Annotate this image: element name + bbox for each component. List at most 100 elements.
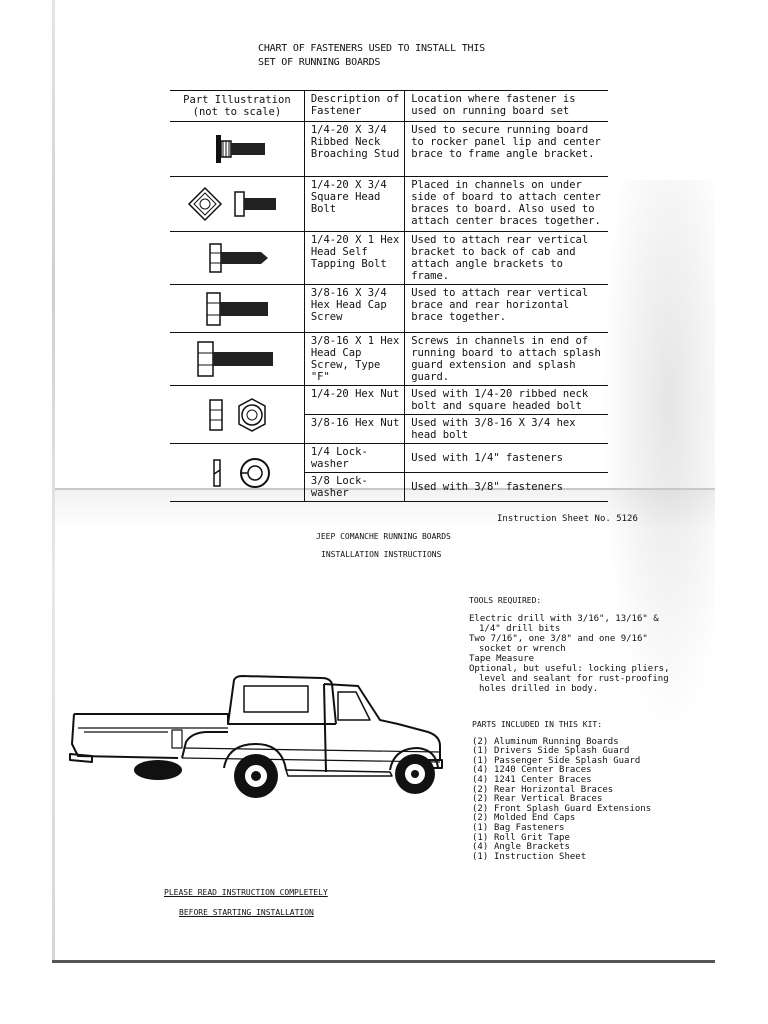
list-item: (1) Passenger Side Splash Guard: [472, 755, 712, 767]
tools-required-section: TOOLS REQUIRED: Electric drill with 3/16…: [469, 596, 714, 694]
part-qty: (2): [472, 736, 489, 747]
part-name: Instruction Sheet: [494, 851, 587, 862]
cell-location: Used to attach rear vertical bracket to …: [404, 231, 608, 285]
part-name: Roll Grit Tape: [494, 832, 570, 843]
page-edge: [52, 0, 55, 960]
cell-description: 3/8-16 X 3/4 Hex Head Cap Screw: [304, 284, 406, 333]
part-qty: (4): [472, 842, 489, 853]
list-item: (2) Front Splash Guard Extensions: [472, 803, 712, 815]
list-item: (2) Aluminum Running Boards: [472, 736, 712, 748]
part-qty: (4): [472, 774, 489, 785]
part-qty: (2): [472, 794, 489, 805]
table-row: 1/4-20 X 1 Hex Head Self Tapping Bolt Us…: [170, 231, 608, 285]
list-item: (4) 1241 Center Braces: [472, 774, 712, 786]
list-item: (2) Rear Horizontal Braces: [472, 784, 712, 796]
cell-location: Placed in channels on under side of boar…: [404, 176, 608, 232]
table-row: 1/4-20 X 3/4 Ribbed Neck Broaching Stud …: [170, 121, 608, 177]
fastener-chart-table: Part Illustration (not to scale) Descrip…: [170, 90, 608, 502]
table-row: 1/4-20 Hex Nut Used with 1/4-20 ribbed n…: [170, 385, 608, 444]
cell-description: 1/4-20 Hex Nut: [304, 385, 406, 415]
parts-included-section: PARTS INCLUDED IN THIS KIT: (2) Aluminum …: [472, 720, 712, 862]
table-header-row: Part Illustration (not to scale) Descrip…: [170, 90, 608, 122]
part-name: 1241 Center Braces: [494, 774, 592, 785]
instruction-sheet-number: Instruction Sheet No. 5126: [497, 514, 638, 524]
part-name: Passenger Side Splash Guard: [494, 755, 641, 766]
table-row: 1/4-20 X 3/4 Square Head Bolt Placed in …: [170, 176, 608, 232]
header-description: Description of Fastener: [304, 90, 406, 122]
part-qty: (2): [472, 784, 489, 795]
part-qty: (1): [472, 851, 489, 862]
part-name: Aluminum Running Boards: [494, 736, 619, 747]
part-name: Angle Brackets: [494, 842, 570, 853]
list-item: (2) Rear Vertical Braces: [472, 795, 712, 805]
part-name: Drivers Side Splash Guard: [494, 746, 630, 757]
tools-line: Electric drill with 3/16", 13/16" &: [469, 614, 659, 624]
tools-line: Tape Measure: [469, 654, 535, 664]
page-bottom-edge: [52, 960, 715, 963]
chart-title-line-2: SET OF RUNNING BOARDS: [258, 57, 381, 68]
cell-location: Used with 1/4-20 ribbed neck bolt and sq…: [404, 385, 608, 415]
tools-line: level and sealant for rust-proofing: [479, 674, 669, 684]
cell-description: 1/4-20 X 3/4 Square Head Bolt: [304, 176, 406, 232]
tools-line: Optional, but useful: locking pliers,: [469, 664, 670, 674]
table-row: 3/8 Lock-washer Used with 3/8" fasteners: [170, 472, 608, 502]
cell-location: Used to secure running board to rocker p…: [404, 121, 608, 177]
part-name: Front Splash Guard Extensions: [494, 803, 652, 814]
part-name: Rear Horizontal Braces: [494, 784, 614, 795]
broaching-stud-icon: [170, 121, 305, 177]
list-item: (4) Angle Brackets: [472, 843, 712, 853]
part-qty: (1): [472, 755, 489, 766]
tools-line: Two 7/16", one 3/8" and one 9/16": [469, 634, 648, 644]
cell-description: 1/4-20 X 3/4 Ribbed Neck Broaching Stud: [304, 121, 406, 177]
before-installation-note: BEFORE STARTING INSTALLATION: [179, 908, 314, 917]
header-illustration: Part Illustration (not to scale): [170, 90, 305, 122]
list-item: (4) 1240 Center Braces: [472, 766, 712, 776]
cell-description: 3/8-16 Hex Nut: [304, 414, 406, 444]
tools-heading: TOOLS REQUIRED:: [469, 596, 542, 605]
part-qty: (2): [472, 803, 489, 814]
document-title: JEEP COMANCHE RUNNING BOARDS: [316, 532, 451, 541]
part-qty: (1): [472, 746, 489, 757]
part-name: 1240 Center Braces: [494, 765, 592, 776]
part-name: Molded End Caps: [494, 813, 576, 824]
table-row: 1/4 Lock-washer Used with 1/4" fasteners: [170, 443, 608, 502]
table-row: 3/8-16 X 3/4 Hex Head Cap Screw Used to …: [170, 284, 608, 333]
hex-cap-screw-type-f-icon: [170, 332, 305, 386]
cell-location: Used with 1/4" fasteners: [404, 443, 608, 473]
part-qty: (4): [472, 765, 489, 776]
part-name: Bag Fasteners: [494, 822, 565, 833]
fastener-chart-title: CHART OF FASTENERS USED TO INSTALL THIS …: [258, 42, 558, 70]
square-head-bolt-icon: [170, 176, 305, 232]
table-row: 3/8-16 X 1 Hex Head Cap Screw, Type "F" …: [170, 332, 608, 386]
part-qty: (2): [472, 813, 489, 824]
cell-location: Used with 3/8" fasteners: [404, 472, 608, 502]
document-subtitle: INSTALLATION INSTRUCTIONS: [321, 550, 442, 559]
tools-line: socket or wrench: [479, 644, 566, 654]
cell-location: Used to attach rear vertical brace and r…: [404, 284, 608, 333]
list-item: (1) Roll Grit Tape: [472, 832, 712, 844]
list-item: (2) Molded End Caps: [472, 814, 712, 824]
hex-nut-icon: [170, 385, 305, 444]
header-location: Location where fastener is used on runni…: [404, 90, 608, 122]
cell-description: 1/4-20 X 1 Hex Head Self Tapping Bolt: [304, 231, 406, 285]
list-item: (1) Instruction Sheet: [472, 851, 712, 863]
cell-description: 3/8 Lock-washer: [304, 472, 406, 502]
chart-title-line-1: CHART OF FASTENERS USED TO INSTALL THIS: [258, 43, 485, 54]
part-qty: (1): [472, 832, 489, 843]
tapping-bolt-icon: [170, 231, 305, 285]
cell-description: 1/4 Lock-washer: [304, 443, 406, 473]
tools-line: 1/4" drill bits: [479, 624, 561, 634]
cell-description: 3/8-16 X 1 Hex Head Cap Screw, Type "F": [304, 332, 406, 386]
cell-location: Screws in channels in end of running boa…: [404, 332, 608, 386]
parts-heading: PARTS INCLUDED IN THIS KIT:: [472, 720, 603, 729]
list-item: (1) Drivers Side Splash Guard: [472, 747, 712, 757]
read-instructions-note: PLEASE READ INSTRUCTION COMPLETELY: [164, 888, 328, 897]
cell-location: Used with 3/8-16 X 3/4 hex head bolt: [404, 414, 608, 444]
part-name: Rear Vertical Braces: [494, 794, 603, 805]
table-row: 3/8-16 Hex Nut Used with 3/8-16 X 3/4 he…: [170, 414, 608, 444]
lock-washer-icon: [170, 443, 305, 502]
part-qty: (1): [472, 822, 489, 833]
tools-line: holes drilled in body.: [479, 684, 599, 694]
hex-cap-screw-icon: [170, 284, 305, 333]
list-item: (1) Bag Fasteners: [472, 822, 712, 834]
